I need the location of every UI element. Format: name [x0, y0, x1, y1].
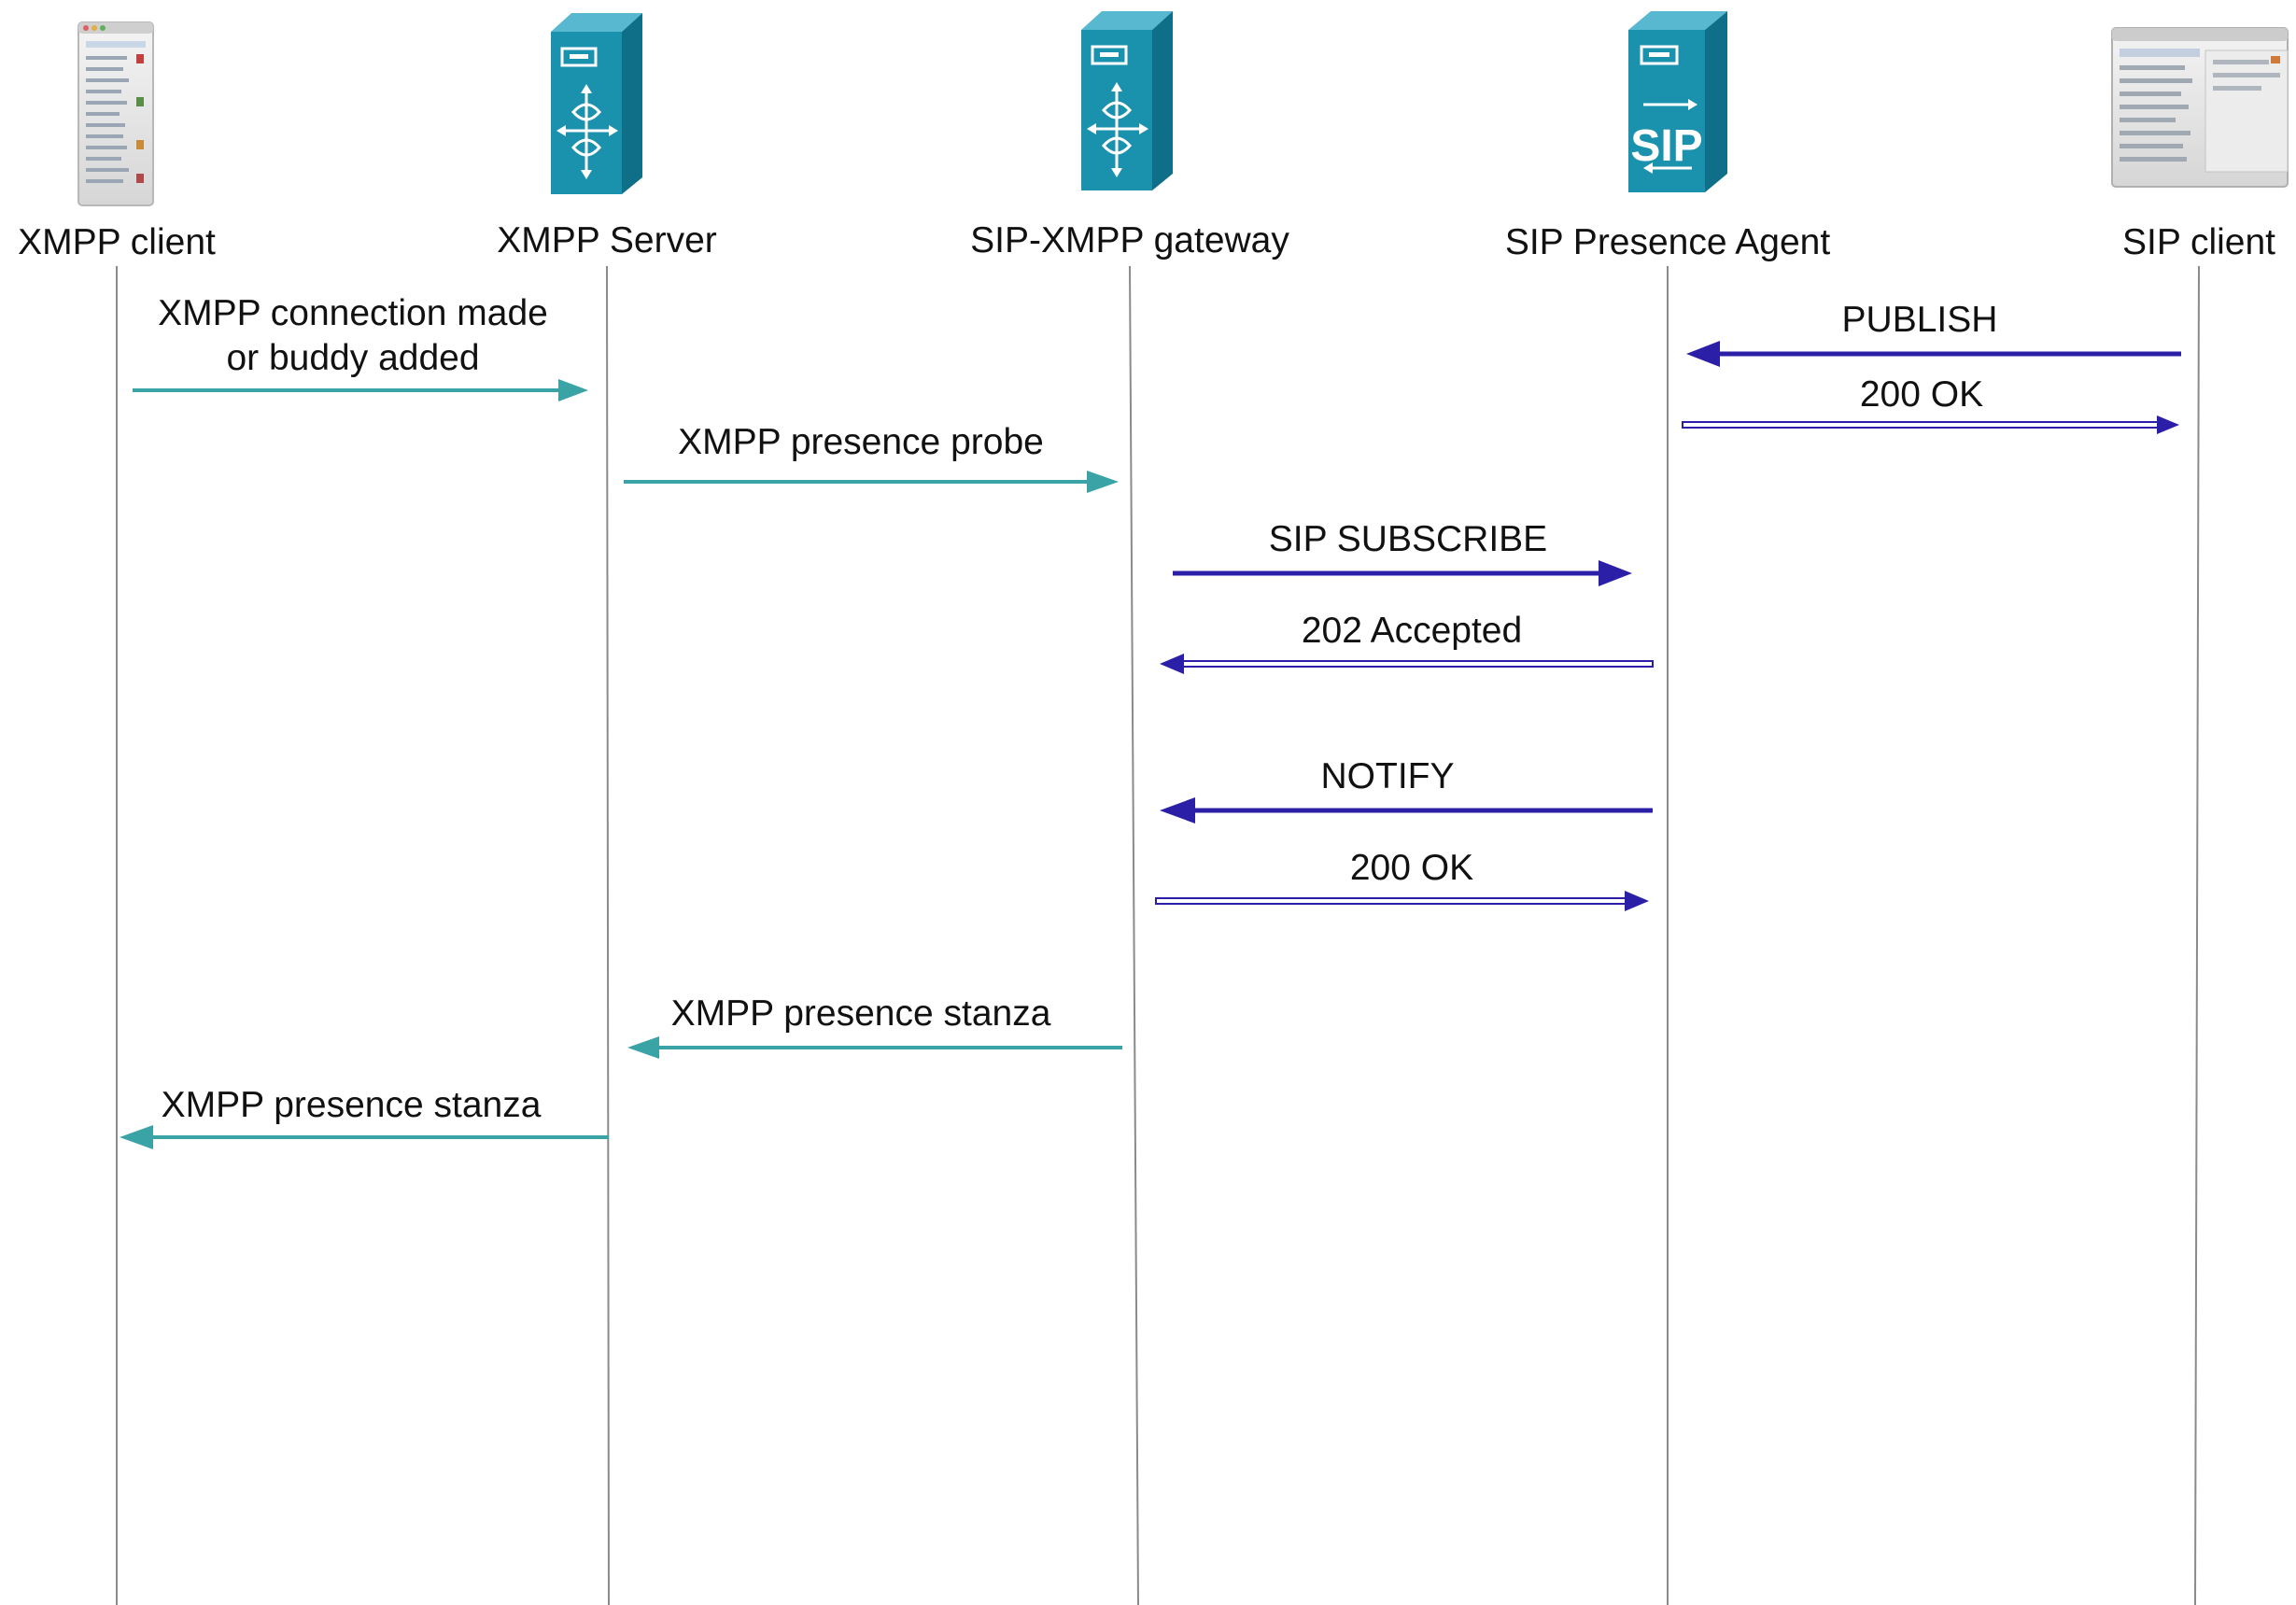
server-tower-icon	[1081, 11, 1173, 190]
server-tower-icon	[551, 13, 642, 194]
actor-label-sip-xmpp-gateway: SIP-XMPP gateway	[970, 220, 1289, 260]
message-label: 200 OK	[1860, 374, 1983, 415]
arrowhead-right-icon	[1599, 560, 1632, 586]
arrowhead-right-icon	[1625, 891, 1649, 911]
lifeline-sip-client	[2194, 265, 2200, 1605]
message-xmpp-connection-made: XMPP connection made or buddy added	[133, 293, 588, 401]
message-arrow-line	[1155, 897, 1627, 905]
chat-client-window-icon	[77, 21, 154, 206]
message-xmpp-presence-stanza-to-client: XMPP presence stanza	[120, 1085, 609, 1149]
message-publish: PUBLISH	[1686, 300, 2181, 367]
actor-label-sip-client: SIP client	[2122, 222, 2275, 262]
message-xmpp-presence-stanza-to-server: XMPP presence stanza	[627, 993, 1122, 1059]
lifelines	[116, 265, 2200, 1605]
message-label: 200 OK	[1350, 848, 1473, 888]
message-label: or buddy added	[226, 338, 479, 378]
actor-xmpp-server: XMPP Server	[497, 13, 717, 260]
actor-xmpp-client: XMPP client	[18, 21, 216, 262]
arrowhead-left-icon	[1160, 797, 1195, 824]
message-label: SIP SUBSCRIBE	[1269, 519, 1547, 559]
arrowhead-left-icon	[120, 1125, 153, 1149]
sip-server-tower-icon: SIP	[1628, 11, 1727, 192]
message-arrow-line	[1682, 421, 2162, 429]
message-xmpp-presence-probe: XMPP presence probe	[624, 422, 1119, 493]
message-label: XMPP presence stanza	[671, 993, 1051, 1034]
actor-sip-presence-agent: SIP SIP Presence Agent	[1505, 11, 1831, 262]
message-sip-subscribe: SIP SUBSCRIBE	[1173, 519, 1632, 586]
message-label: NOTIFY	[1321, 756, 1455, 796]
actor-label-xmpp-server: XMPP Server	[497, 220, 717, 260]
svg-text:SIP: SIP	[1630, 121, 1702, 171]
actor-label-sip-presence-agent: SIP Presence Agent	[1505, 222, 1831, 262]
softphone-window-icon	[2111, 27, 2289, 188]
actor-sip-client: SIP client	[2111, 27, 2289, 262]
message-202-accepted: 202 Accepted	[1160, 611, 1654, 674]
message-label: PUBLISH	[1842, 300, 1998, 340]
message-label: XMPP connection made	[158, 293, 548, 333]
lifeline-xmpp-server	[606, 265, 610, 1605]
arrowhead-right-icon	[2157, 415, 2179, 434]
arrowhead-right-icon	[558, 379, 588, 401]
message-200-ok-publish: 200 OK	[1682, 374, 2179, 434]
arrowhead-left-icon	[627, 1036, 659, 1059]
message-arrow-line	[1179, 660, 1654, 668]
arrowhead-left-icon	[1686, 341, 1720, 367]
messages: XMPP connection made or buddy added XMPP…	[120, 293, 2181, 1149]
actor-sip-xmpp-gateway: SIP-XMPP gateway	[970, 11, 1289, 260]
message-notify: NOTIFY	[1160, 756, 1653, 824]
arrowhead-right-icon	[1087, 471, 1119, 493]
message-label: 202 Accepted	[1302, 611, 1522, 651]
arrowhead-left-icon	[1160, 654, 1184, 674]
message-label: XMPP presence probe	[678, 422, 1044, 462]
message-200-ok-notify: 200 OK	[1155, 848, 1649, 911]
actor-label-xmpp-client: XMPP client	[18, 222, 216, 262]
message-label: XMPP presence stanza	[162, 1085, 542, 1125]
lifeline-gateway	[1129, 265, 1139, 1605]
